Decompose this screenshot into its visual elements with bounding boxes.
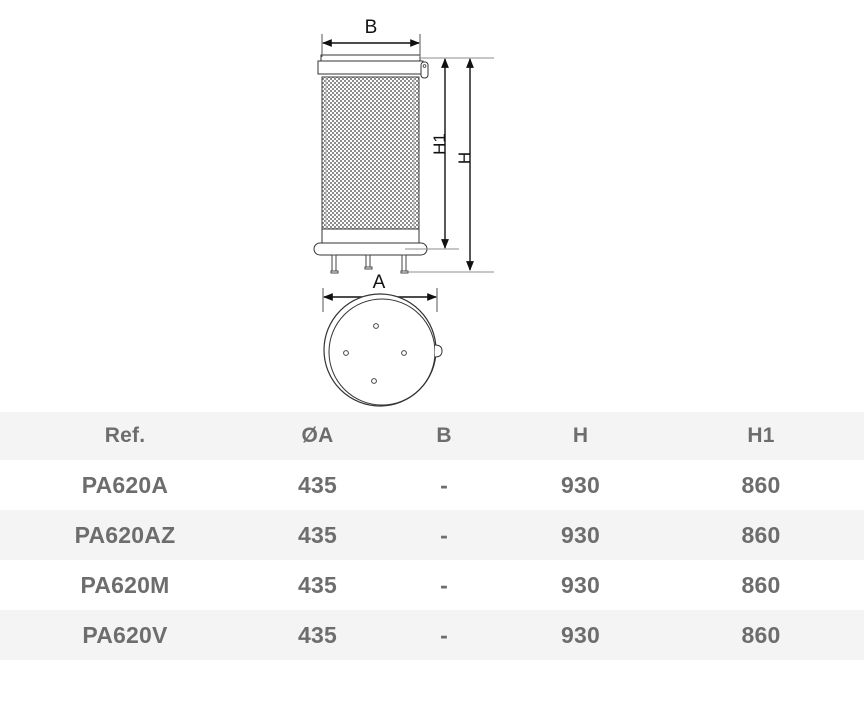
dimension-label-a: A — [373, 272, 386, 293]
leg-center-foot — [364, 266, 373, 270]
cell-a: 435 — [298, 571, 337, 598]
leg-right — [401, 254, 407, 274]
mounting-hole-right — [401, 350, 407, 356]
leg-left-foot — [330, 270, 339, 274]
cell-b: - — [440, 521, 448, 548]
lid-top-band — [320, 54, 421, 62]
technical-drawing-panel: B A H1 H — [313, 17, 494, 407]
dimension-label-b: B — [365, 17, 378, 38]
table-row: PA620A 435 - 930 860 — [0, 460, 864, 510]
cell-a: 435 — [298, 621, 337, 648]
mounting-hole-top — [373, 323, 379, 329]
lid-collar — [317, 60, 424, 75]
cell-a: 435 — [298, 521, 337, 548]
cell-h: 930 — [561, 621, 600, 648]
cell-h: 930 — [561, 471, 600, 498]
mounting-hole-bottom — [371, 378, 377, 384]
cell-a: 435 — [298, 471, 337, 498]
cell-h: 930 — [561, 521, 600, 548]
dimension-label-h1: H1 — [430, 133, 449, 155]
column-header-a: ØA — [301, 424, 334, 447]
dimensions-table: Ref. ØA B H H1 PA620A 435 - 930 860 PA62… — [0, 412, 864, 660]
table-header-row: Ref. ØA B H H1 — [0, 412, 864, 460]
cell-b: - — [440, 471, 448, 498]
top-view-group — [322, 288, 443, 407]
cell-ref: PA620AZ — [74, 521, 176, 548]
table-row: PA620M 435 - 930 860 — [0, 560, 864, 610]
column-header-h1: H1 — [747, 424, 775, 447]
table-row: PA620AZ 435 - 930 860 — [0, 510, 864, 560]
column-header-h: H — [572, 424, 589, 447]
cell-ref: PA620V — [82, 621, 168, 648]
cell-h: 930 — [561, 571, 600, 598]
cell-h1: 860 — [741, 571, 781, 598]
mounting-hole-left — [343, 350, 349, 356]
cell-b: - — [440, 571, 448, 598]
column-header-b: B — [436, 424, 452, 447]
cell-ref: PA620A — [81, 471, 169, 498]
column-header-ref: Ref. — [104, 424, 146, 447]
table-row: PA620V 435 - 930 860 — [0, 610, 864, 660]
leg-left — [331, 254, 337, 274]
technical-drawing-svg: B A H1 H — [313, 17, 494, 407]
side-view-group — [313, 34, 494, 274]
cell-h1: 860 — [741, 471, 781, 498]
body-skirt — [321, 228, 420, 244]
perforated-body — [321, 76, 420, 230]
top-view-tab — [434, 344, 443, 358]
cell-h1: 860 — [741, 621, 781, 648]
latch-pin — [422, 64, 427, 68]
cell-h1: 860 — [741, 521, 781, 548]
cell-b: - — [440, 621, 448, 648]
cell-ref: PA620M — [80, 571, 170, 598]
leg-right-foot — [400, 270, 409, 274]
dimension-label-h: H — [455, 152, 474, 164]
